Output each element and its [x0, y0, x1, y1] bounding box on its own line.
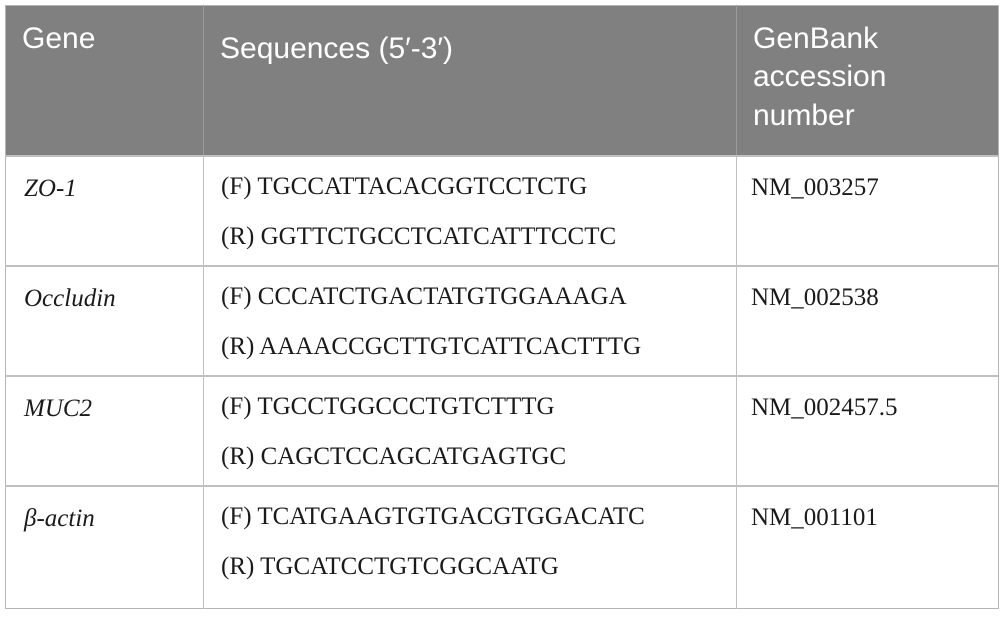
cell-accession-number: NM_002538: [736, 264, 999, 376]
forward-primer-sequence: (F) TCATGAAGTGTGACGTGGACATC: [221, 502, 645, 530]
reverse-primer-sequence: (R) CAGCTCCAGCATGAGTGC: [221, 442, 567, 470]
column-header-sequences: Sequences (5′-3′): [203, 5, 737, 156]
header-row: Gene Sequences (5′-3′) GenBank accession…: [5, 5, 999, 156]
cell-sequences: (F) TGCCTGGCCCTGTCTTTG (R) CAGCTCCAGCATG…: [203, 374, 737, 486]
table-header: Gene Sequences (5′-3′) GenBank accession…: [5, 5, 999, 156]
cell-gene-name: Occludin: [5, 264, 204, 376]
forward-primer-sequence: (F) TGCCATTACACGGTCCTCTG: [221, 172, 588, 200]
table-row: MUC2 (F) TGCCTGGCCCTGTCTTTG (R) CAGCTCCA…: [5, 374, 999, 486]
table-row: Occludin (F) CCCATCTGACTATGTGGAAAGA (R) …: [5, 264, 999, 376]
column-header-gene: Gene: [5, 5, 204, 156]
table-row: ZO-1 (F) TGCCATTACACGGTCCTCTG (R) GGTTCT…: [5, 154, 999, 266]
cell-accession-number: NM_002457.5: [736, 374, 999, 486]
cell-sequences: (F) TCATGAAGTGTGACGTGGACATC (R) TGCATCCT…: [203, 484, 737, 609]
primer-table-container: Gene Sequences (5′-3′) GenBank accession…: [5, 5, 999, 609]
cell-gene-name: MUC2: [5, 374, 204, 486]
forward-primer-sequence: (F) CCCATCTGACTATGTGGAAAGA: [221, 282, 627, 310]
cell-sequences: (F) CCCATCTGACTATGTGGAAAGA (R) AAAACCGCT…: [203, 264, 737, 376]
cell-gene-name: β-actin: [5, 484, 204, 609]
cell-gene-name: ZO-1: [5, 154, 204, 266]
table-row: β-actin (F) TCATGAAGTGTGACGTGGACATC (R) …: [5, 484, 999, 609]
reverse-primer-sequence: (R) TGCATCCTGTCGGCAATG: [221, 552, 559, 580]
reverse-primer-sequence: (R) AAAACCGCTTGTCATTCACTTTG: [221, 332, 642, 360]
table-body: ZO-1 (F) TGCCATTACACGGTCCTCTG (R) GGTTCT…: [5, 154, 999, 609]
column-header-accession: GenBank accession number: [736, 5, 999, 156]
primer-sequences-table: Gene Sequences (5′-3′) GenBank accession…: [5, 5, 999, 609]
cell-sequences: (F) TGCCATTACACGGTCCTCTG (R) GGTTCTGCCTC…: [203, 154, 737, 266]
cell-accession-number: NM_003257: [736, 154, 999, 266]
cell-accession-number: NM_001101: [736, 484, 999, 609]
forward-primer-sequence: (F) TGCCTGGCCCTGTCTTTG: [221, 392, 555, 420]
reverse-primer-sequence: (R) GGTTCTGCCTCATCATTTCCTC: [221, 222, 617, 250]
